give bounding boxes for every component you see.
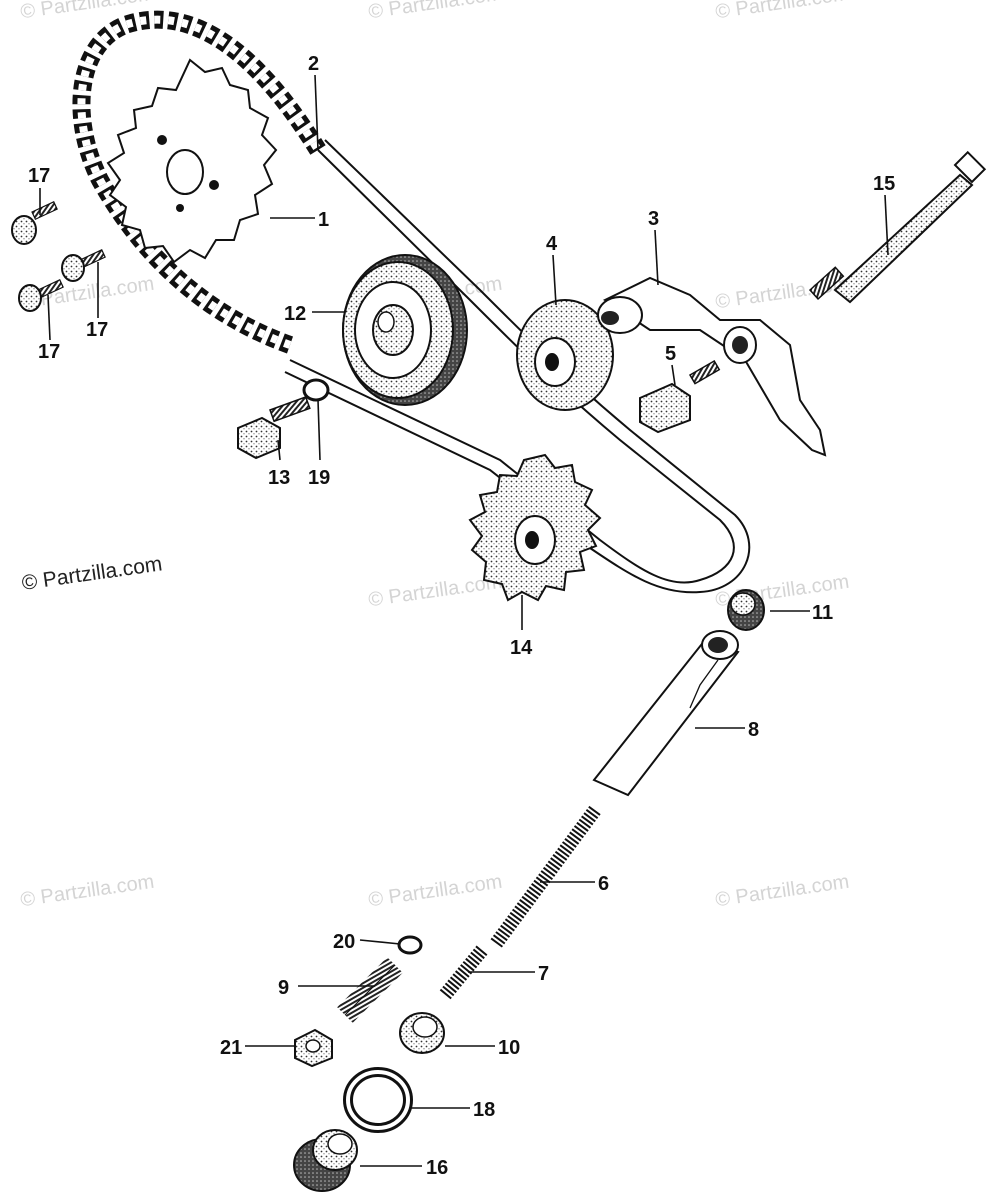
- callout-16: 16: [426, 1157, 448, 1179]
- bolt-17: [61, 249, 106, 282]
- stud-9: [337, 957, 403, 1023]
- spring-6: [489, 805, 601, 950]
- callout-7: 7: [538, 963, 549, 985]
- bolt-13: [237, 396, 311, 460]
- leader-lines: [39, 74, 889, 1167]
- callout-12: 12: [284, 303, 306, 325]
- callouts: 1 2 3 4 5 6 7 8 9 10 11 12 13 14 15 16 1…: [28, 53, 895, 1179]
- bolt-5: [639, 359, 721, 434]
- tensioner-sprocket: [468, 453, 602, 602]
- cam-sprocket: [106, 58, 278, 264]
- tensioner-arm: [597, 276, 827, 457]
- washer-19: [302, 378, 330, 402]
- callout-19: 19: [308, 467, 330, 489]
- callout-17: 17: [86, 319, 108, 341]
- callout-17: 17: [28, 165, 50, 187]
- plug-10: [399, 1012, 445, 1054]
- callout-4: 4: [546, 233, 558, 255]
- callout-21: 21: [220, 1037, 242, 1059]
- pivot-shaft: [808, 150, 987, 304]
- cap-11: [727, 589, 765, 631]
- cam-chain: [72, 10, 326, 354]
- callout-8: 8: [748, 719, 759, 741]
- callout-11: 11: [812, 602, 833, 624]
- o-ring-18: [343, 1067, 413, 1133]
- callout-18: 18: [473, 1099, 495, 1121]
- callout-3: 3: [648, 208, 659, 230]
- callout-10: 10: [498, 1037, 520, 1059]
- callout-2: 2: [308, 53, 319, 75]
- sealing-bolt-16: [293, 1129, 358, 1192]
- bolt-17: [11, 201, 58, 245]
- callout-9: 9: [278, 977, 289, 999]
- callout-13: 13: [268, 467, 290, 489]
- washer-20: [397, 935, 423, 955]
- spring-7: [439, 945, 488, 1000]
- callout-6: 6: [598, 873, 609, 895]
- callout-17: 17: [38, 341, 60, 363]
- nut-21: [294, 1028, 333, 1068]
- callout-15: 15: [873, 173, 895, 195]
- callout-14: 14: [510, 637, 533, 659]
- push-rod-tube: [592, 630, 740, 797]
- callout-5: 5: [665, 343, 676, 365]
- idler-sprocket: [516, 299, 614, 411]
- callout-20: 20: [333, 931, 355, 953]
- bolt-17: [18, 279, 64, 312]
- tensioner-roller: [342, 254, 468, 406]
- callout-1: 1: [318, 209, 329, 231]
